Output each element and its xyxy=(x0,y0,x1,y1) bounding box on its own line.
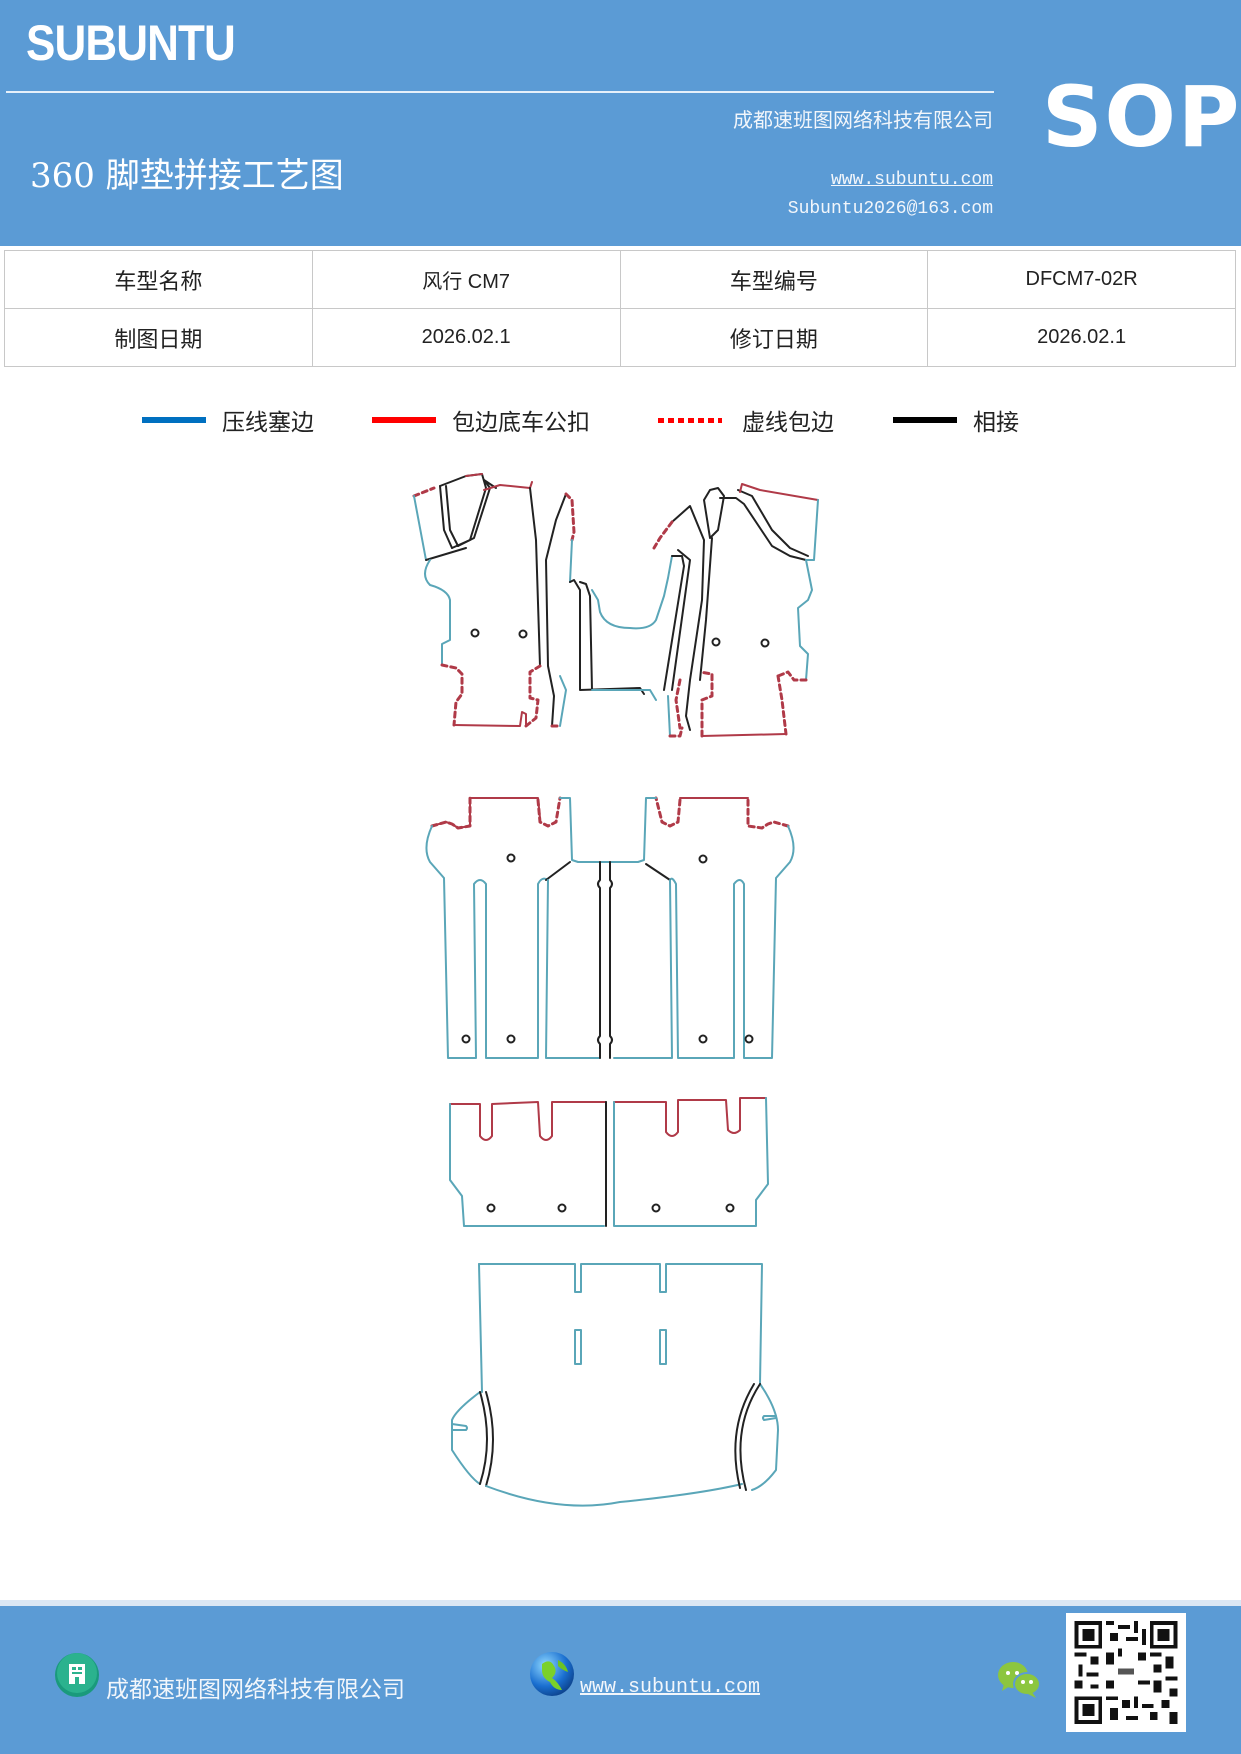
revision-date-value: 2026.02.1 xyxy=(927,308,1236,367)
model-name-label: 车型名称 xyxy=(4,250,313,309)
website-link[interactable]: www.subuntu.com xyxy=(830,170,993,190)
front-row-mats xyxy=(412,473,819,738)
third-row-mats xyxy=(449,1097,769,1227)
legend-item-joined: 相接 xyxy=(893,400,1019,440)
footer-banner: 成都速班图网络科技有限公司 www.subuntu.com xyxy=(0,1606,1241,1754)
footer-company-name: 成都速班图网络科技有限公司 xyxy=(106,1677,405,1703)
model-code-label: 车型编号 xyxy=(619,250,929,309)
blue-line-swatch xyxy=(142,417,206,423)
legend-item-pressed-edge: 压线塞边 xyxy=(142,400,314,440)
legend-label: 虚线包边 xyxy=(742,410,834,436)
second-row-mats xyxy=(425,796,795,1059)
building-icon xyxy=(55,1653,99,1697)
line-legend: 压线塞边 包边底车公扣 虚线包边 相接 xyxy=(0,400,1241,440)
qr-code xyxy=(1066,1613,1186,1732)
table-row: 车型名称 风行 CM7 车型编号 DFCM7-02R xyxy=(4,250,1236,309)
black-line-swatch xyxy=(893,417,957,423)
header-divider xyxy=(6,91,994,93)
legend-item-dashed-wrap: 虚线包边 xyxy=(658,400,834,440)
header-banner: SUBUNTU 成都速班图网络科技有限公司 360 脚垫拼接工艺图 www.su… xyxy=(0,0,1241,246)
globe-icon xyxy=(530,1652,574,1696)
page-title: 360 脚垫拼接工艺图 xyxy=(30,156,344,196)
legend-label: 压线塞边 xyxy=(222,410,314,436)
table-row: 制图日期 2026.02.1 修订日期 2026.02.1 xyxy=(4,308,1236,367)
company-name: 成都速班图网络科技有限公司 xyxy=(733,108,993,132)
sop-badge: SOP xyxy=(1042,68,1241,166)
revision-date-label: 修订日期 xyxy=(619,308,929,367)
vehicle-info-table: 车型名称 风行 CM7 车型编号 DFCM7-02R 制图日期 2026.02.… xyxy=(4,250,1236,367)
legend-label: 相接 xyxy=(973,410,1019,436)
trunk-mat xyxy=(451,1263,779,1507)
red-dotted-swatch xyxy=(658,417,722,423)
model-name-value: 风行 CM7 xyxy=(311,250,621,309)
qr-code-pattern xyxy=(1074,1621,1178,1724)
wechat-icon[interactable] xyxy=(996,1660,1042,1700)
red-line-swatch xyxy=(372,417,436,423)
footer-divider xyxy=(0,1600,1241,1606)
model-code-value: DFCM7-02R xyxy=(927,250,1236,309)
brand-logo: SUBUNTU xyxy=(26,15,236,71)
legend-item-wrap-edge: 包边底车公扣 xyxy=(372,400,590,440)
email-address: Subuntu2026@163.com xyxy=(787,199,993,219)
floor-mat-diagram xyxy=(412,473,819,1507)
legend-label: 包边底车公扣 xyxy=(452,410,590,436)
draw-date-value: 2026.02.1 xyxy=(311,308,621,367)
footer-website-link[interactable]: www.subuntu.com xyxy=(580,1676,761,1699)
draw-date-label: 制图日期 xyxy=(4,308,313,367)
